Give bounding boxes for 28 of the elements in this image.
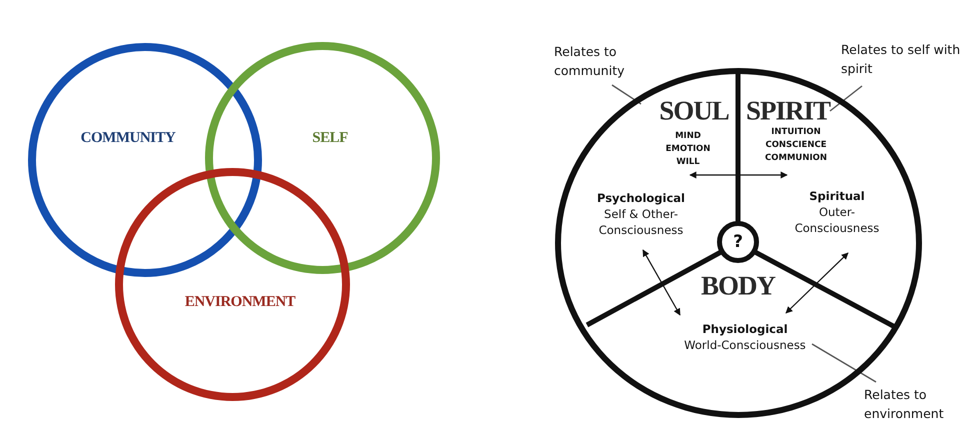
description-text: Self & Other-Consciousness: [598, 206, 684, 238]
double-arrow: [689, 172, 788, 178]
annotation-text: Relates to community: [554, 43, 626, 80]
heading-text: Spiritual: [808, 188, 866, 204]
venn-circle: [28, 43, 262, 277]
double-arrow: [786, 252, 848, 314]
description-text: Outer-Consciousness: [794, 204, 880, 236]
circle-label: ENVIRONMENT: [184, 294, 296, 310]
annotation-text: Relates to self with spirit: [841, 41, 961, 78]
leader-line: [830, 85, 862, 112]
double-arrow: [642, 249, 681, 316]
heading-text: Psychological: [596, 190, 686, 206]
section-title: SPIRIT: [746, 98, 830, 124]
circle-label: COMMUNITY: [80, 130, 176, 146]
annotation-text: Relates to environment: [864, 386, 945, 423]
venn-circle: [115, 168, 350, 401]
leader-line: [612, 84, 642, 105]
description-text: World-Consciousness: [683, 337, 807, 353]
section-title: SOUL: [659, 98, 729, 124]
keyword-list: MIND EMOTION WILL: [657, 130, 719, 169]
heading-text: Physiological: [701, 321, 789, 337]
center-circle: [717, 221, 759, 263]
section-title: BODY: [701, 272, 775, 300]
circle-label: SELF: [311, 130, 349, 146]
keyword-list: INTUITION CONSCIENCE COMMUNION: [752, 126, 840, 165]
circle-label: ?: [732, 234, 744, 250]
leader-line: [812, 343, 876, 383]
venn-circle: [205, 42, 440, 274]
